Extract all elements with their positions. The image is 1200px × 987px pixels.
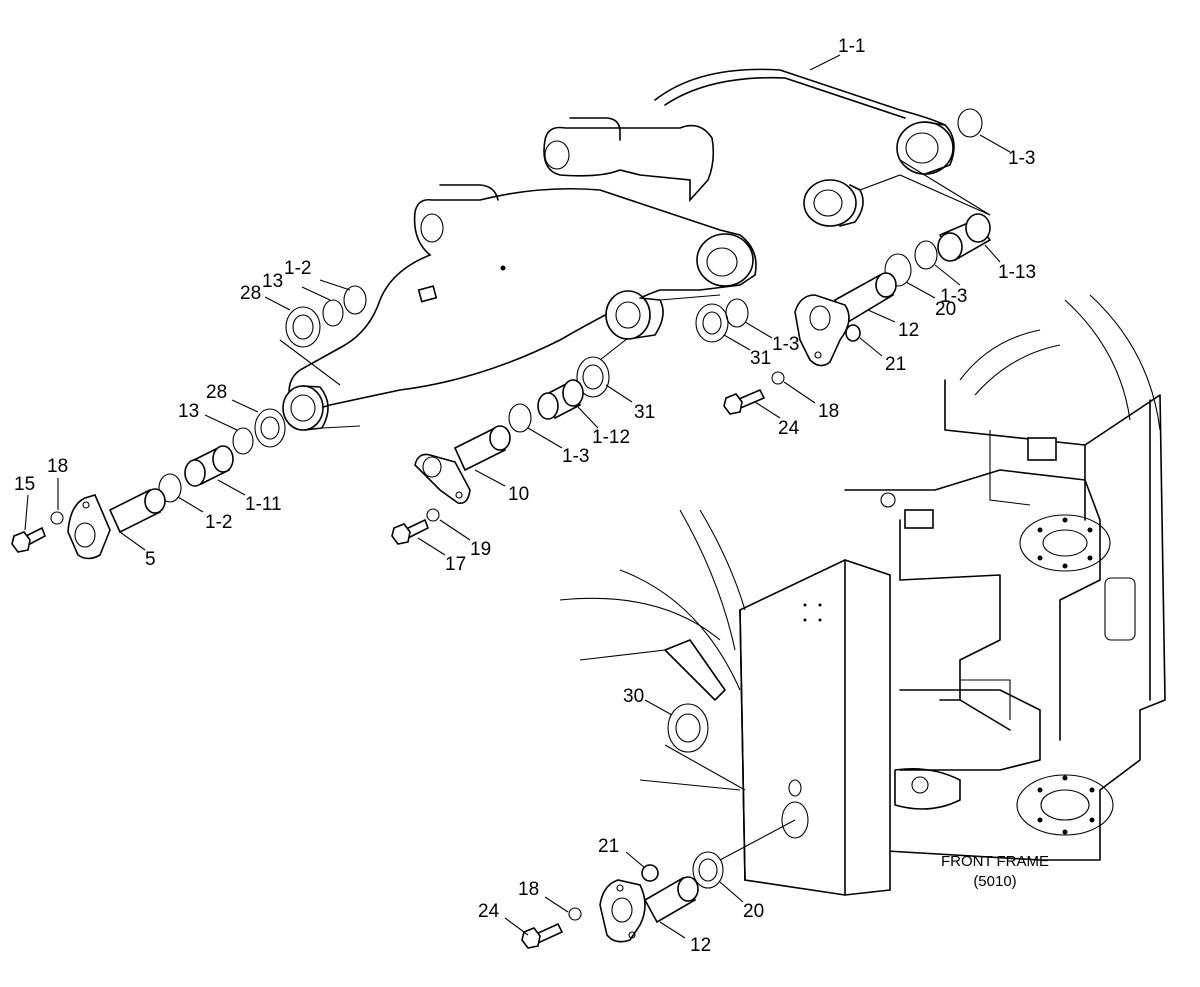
washer-19 — [426, 508, 440, 522]
washer-18c — [568, 907, 582, 921]
label-18c: 18 — [518, 879, 539, 900]
label-24a: 24 — [778, 418, 800, 439]
label-1-3b: 1-3 — [940, 286, 967, 307]
seal-ring-1-3d — [508, 403, 532, 433]
bushing-1-13 — [937, 213, 992, 262]
label-30: 30 — [623, 686, 644, 707]
shim-13b — [232, 427, 254, 455]
label-20a: 20 — [935, 299, 956, 320]
label-21b: 21 — [598, 836, 619, 857]
bolt-17 — [391, 518, 430, 545]
bushing-1-11 — [184, 445, 234, 487]
pin-5 — [67, 488, 166, 560]
label-1-3c: 1-3 — [772, 334, 799, 355]
seal-ring-1-3c — [725, 298, 749, 328]
label-12b: 12 — [690, 935, 711, 956]
label-12a: 12 — [898, 320, 919, 341]
stopper-21a — [845, 324, 861, 342]
caption-line-1: FRONT FRAME — [941, 853, 1049, 870]
seal-ring-1-2b — [158, 473, 182, 503]
spacer-28a — [285, 306, 321, 348]
pin-12a — [794, 272, 897, 367]
label-13a: 13 — [262, 271, 283, 292]
spacer-30 — [667, 703, 709, 753]
washer-18b — [50, 511, 64, 525]
label-21a: 21 — [885, 354, 906, 375]
label-18a: 18 — [818, 401, 839, 422]
label-1-1: 1-1 — [838, 36, 865, 57]
seal-ring-1-3a — [957, 108, 983, 138]
bolt-15 — [11, 526, 46, 553]
pin-10 — [414, 425, 511, 505]
label-19: 19 — [470, 539, 491, 560]
label-1-2b: 1-2 — [205, 512, 232, 533]
spacer-31a — [695, 303, 729, 343]
label-31b: 31 — [634, 402, 655, 423]
parts — [11, 108, 992, 949]
bolt-24a — [723, 388, 766, 415]
spacer-31b — [576, 356, 610, 398]
label-1-12: 1-12 — [592, 427, 630, 448]
part-labels: 1-1 1-3 1-13 1-3 20 12 21 18 24 31 1-3 3… — [14, 36, 1036, 956]
bushing-1-12 — [537, 379, 584, 420]
label-20b: 20 — [743, 901, 764, 922]
label-15: 15 — [14, 474, 35, 495]
label-1-3d: 1-3 — [562, 446, 589, 467]
stopper-21b — [641, 864, 659, 882]
label-1-11: 1-11 — [245, 494, 282, 515]
label-5: 5 — [145, 549, 156, 570]
seal-ring-1-2a — [343, 285, 367, 315]
label-28b: 28 — [206, 382, 227, 403]
label-18b: 18 — [47, 456, 68, 477]
front-frame — [559, 294, 1166, 896]
shim-13a — [322, 299, 344, 327]
label-17: 17 — [445, 554, 466, 575]
spacer-28b — [254, 408, 286, 448]
shim-20b — [692, 851, 724, 889]
boom-assembly — [279, 68, 991, 431]
label-1-3a: 1-3 — [1008, 148, 1035, 169]
label-10: 10 — [508, 484, 529, 505]
shim-20a — [884, 253, 912, 287]
label-31a: 31 — [750, 348, 771, 369]
label-24b: 24 — [478, 901, 500, 922]
washer-18a — [771, 371, 785, 385]
bolt-24b — [521, 922, 564, 949]
frame-caption: FRONT FRAME (5010) — [941, 853, 1049, 890]
label-28a: 28 — [240, 283, 261, 304]
seal-ring-1-3b — [914, 240, 938, 270]
pin-12b — [599, 876, 699, 943]
label-1-13: 1-13 — [998, 262, 1036, 283]
caption-line-2: (5010) — [973, 873, 1016, 890]
leader-lines — [24, 54, 1011, 939]
label-1-2a: 1-2 — [284, 258, 311, 279]
label-13b: 13 — [178, 401, 199, 422]
